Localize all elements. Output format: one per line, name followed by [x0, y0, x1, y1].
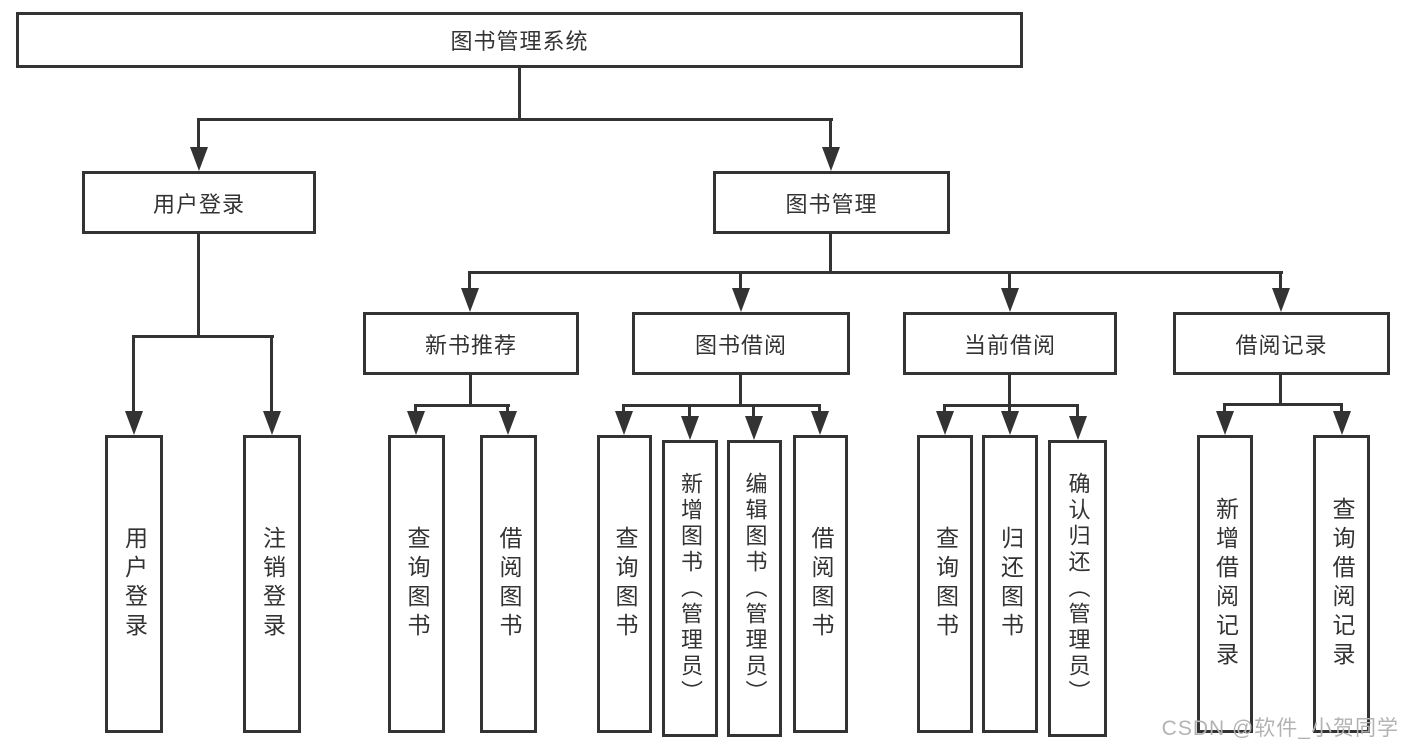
connector-edge [943, 404, 946, 416]
arrowhead [811, 411, 829, 435]
arrowhead [1272, 288, 1290, 312]
connector-edge [1340, 403, 1343, 415]
arrowhead [1001, 411, 1019, 435]
connector-book-mgmt-branch [468, 271, 1283, 274]
node-current-borrow-label: 当前借阅 [963, 332, 1056, 358]
leaf-add-book-admin: 新增图书（管理员） [662, 440, 718, 737]
connector-book-mgmt-stem [829, 234, 832, 274]
leaf-label: 查询图书 [404, 526, 430, 642]
leaf-label: 查询图书 [612, 526, 638, 642]
leaf-borrow-book: 借阅图书 [793, 435, 848, 733]
connector-root-branch [197, 118, 833, 121]
leaf-query-book-recommend: 查询图书 [388, 435, 445, 733]
node-book-management-label: 图书管理 [785, 191, 878, 217]
arrowhead [822, 147, 840, 171]
node-root: 图书管理系统 [16, 12, 1023, 68]
connector-edge [1076, 404, 1079, 421]
node-root-label: 图书管理系统 [450, 29, 589, 54]
connector-edge [506, 404, 509, 416]
leaf-user-login-label: 用户登录 [121, 526, 148, 642]
connector-edge [752, 404, 755, 421]
node-book-borrow-label: 图书借阅 [694, 332, 787, 358]
leaf-label: 查询借阅记录 [1329, 497, 1355, 671]
connector-edge [414, 404, 417, 416]
leaf-logout-label: 注销登录 [259, 526, 286, 642]
leaf-label: 归还图书 [997, 526, 1024, 642]
node-user-login: 用户登录 [82, 171, 316, 234]
connector-edge [270, 335, 273, 415]
arrowhead [615, 411, 633, 435]
leaf-label: 借阅图书 [496, 526, 522, 642]
leaf-label: 确认归还（管理员） [1065, 471, 1091, 706]
leaf-edit-book-admin: 编辑图书（管理员） [727, 440, 782, 737]
leaf-label: 编辑图书（管理员） [742, 471, 768, 706]
arrowhead [1069, 416, 1087, 440]
node-book-management: 图书管理 [713, 171, 950, 234]
arrowhead [461, 288, 479, 312]
leaf-borrow-book-recommend: 借阅图书 [480, 435, 537, 733]
arrowhead [125, 411, 143, 435]
leaf-label: 借阅图书 [808, 526, 834, 642]
connector-user-login-stem [197, 234, 200, 337]
arrowhead [407, 411, 425, 435]
connector-edge [1279, 271, 1282, 293]
connector-edge [688, 404, 691, 421]
leaf-label: 新增图书（管理员） [678, 471, 703, 706]
arrowhead [745, 416, 763, 440]
connector-edge [468, 271, 471, 293]
arrowhead [263, 411, 281, 435]
leaf-label: 新增借阅记录 [1212, 497, 1239, 671]
arrowhead [1001, 288, 1019, 312]
leaf-logout: 注销登录 [243, 435, 301, 733]
connector-edge [739, 271, 742, 293]
arrowhead [681, 416, 699, 440]
connector-user-login-branch [132, 335, 274, 338]
arrowhead [499, 411, 517, 435]
node-user-login-label: 用户登录 [152, 191, 245, 217]
leaf-query-book-current: 查询图书 [917, 435, 973, 733]
leaf-label: 查询图书 [932, 526, 959, 642]
connector-borrow-records-branch [1223, 403, 1343, 406]
leaf-query-book-borrow: 查询图书 [597, 435, 652, 733]
connector-book-borrow-branch [622, 404, 821, 407]
arrowhead [732, 288, 750, 312]
connector-edge [622, 404, 625, 416]
connector-root-stem [518, 68, 521, 121]
leaf-return-book: 归还图书 [982, 435, 1038, 733]
connector-edge [829, 118, 832, 154]
node-new-book-recommend: 新书推荐 [363, 312, 579, 375]
node-borrow-records-label: 借阅记录 [1235, 332, 1328, 358]
arrowhead [1216, 411, 1234, 435]
leaf-add-borrow-record: 新增借阅记录 [1197, 435, 1253, 733]
connector-edge [132, 335, 135, 415]
connector-book-borrow-stem [739, 375, 742, 406]
connector-edge [1008, 271, 1011, 293]
connector-current-borrow-stem [1008, 375, 1011, 406]
leaf-confirm-return-admin: 确认归还（管理员） [1048, 440, 1107, 737]
arrowhead [936, 411, 954, 435]
connector-edge [1223, 403, 1226, 415]
connector-new-rec-branch [414, 404, 510, 407]
connector-borrow-records-stem [1279, 375, 1282, 405]
arrowhead [1333, 411, 1351, 435]
connector-new-rec-stem [469, 375, 472, 406]
connector-current-borrow-branch [943, 404, 1079, 407]
leaf-query-borrow-record: 查询借阅记录 [1313, 435, 1370, 733]
node-borrow-records: 借阅记录 [1173, 312, 1390, 375]
node-new-book-recommend-label: 新书推荐 [424, 332, 517, 358]
watermark: CSDN @软件_小贺同学 [1161, 717, 1399, 740]
connector-edge [1008, 404, 1011, 416]
leaf-user-login: 用户登录 [105, 435, 163, 733]
connector-edge [197, 118, 200, 154]
node-book-borrow: 图书借阅 [632, 312, 850, 375]
arrowhead [190, 147, 208, 171]
connector-edge [818, 404, 821, 416]
node-current-borrow: 当前借阅 [903, 312, 1117, 375]
